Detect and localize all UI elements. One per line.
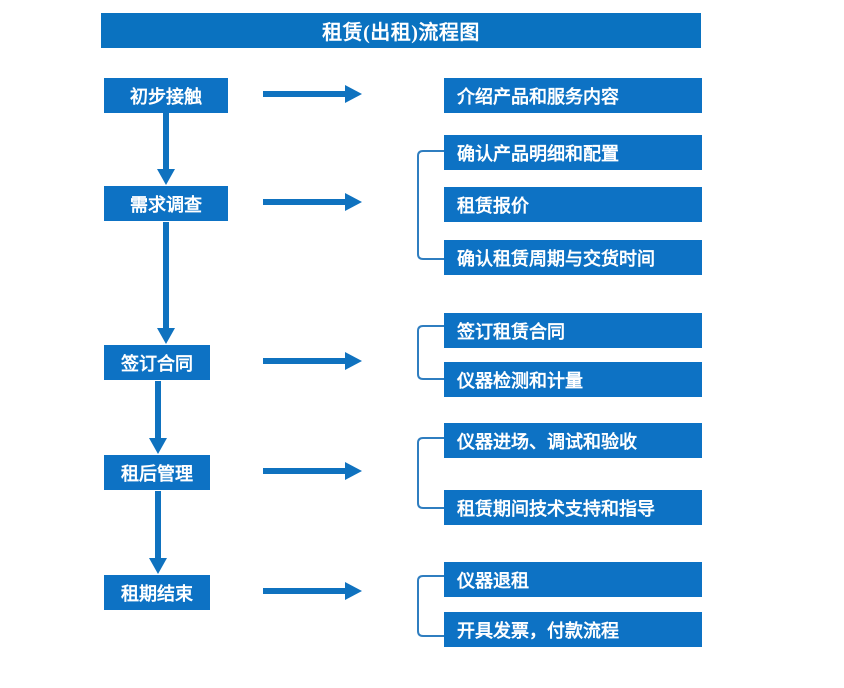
- output-box-5-2[interactable]: 开具发票，付款流程: [444, 612, 702, 647]
- output-box-3-2[interactable]: 仪器检测和计量: [444, 362, 702, 397]
- vertical-arrow-2-3: [156, 222, 176, 345]
- output-box-2-3[interactable]: 确认租赁周期与交货时间: [444, 240, 702, 275]
- group-bracket-5: [417, 575, 445, 637]
- group-bracket-4: [417, 437, 445, 509]
- horizontal-arrow-5: [263, 581, 363, 603]
- stage-box-5[interactable]: 租期结束: [104, 575, 210, 610]
- stage-box-3[interactable]: 签订合同: [104, 345, 210, 380]
- output-box-2-1[interactable]: 确认产品明细和配置: [444, 135, 702, 170]
- output-box-3-1[interactable]: 签订租赁合同: [444, 313, 702, 348]
- group-bracket-2: [417, 150, 445, 260]
- output-box-5-1[interactable]: 仪器退租: [444, 562, 702, 597]
- stage-box-4[interactable]: 租后管理: [104, 455, 210, 490]
- vertical-arrow-1-2: [156, 113, 176, 186]
- horizontal-arrow-4: [263, 461, 363, 483]
- horizontal-arrow-1: [263, 84, 363, 106]
- vertical-arrow-4-5: [148, 491, 168, 575]
- horizontal-arrow-2: [263, 192, 363, 214]
- vertical-arrow-3-4: [148, 381, 168, 455]
- group-bracket-3: [417, 325, 445, 380]
- stage-box-2[interactable]: 需求调查: [104, 186, 228, 221]
- output-box-4-1[interactable]: 仪器进场、调试和验收: [444, 423, 702, 458]
- page-title: 租赁(出租)流程图: [101, 13, 701, 48]
- stage-box-1[interactable]: 初步接触: [104, 78, 228, 113]
- output-box-4-2[interactable]: 租赁期间技术支持和指导: [444, 490, 702, 525]
- horizontal-arrow-3: [263, 351, 363, 373]
- output-box-2-2[interactable]: 租赁报价: [444, 187, 702, 222]
- output-box-1-1[interactable]: 介绍产品和服务内容: [444, 78, 702, 113]
